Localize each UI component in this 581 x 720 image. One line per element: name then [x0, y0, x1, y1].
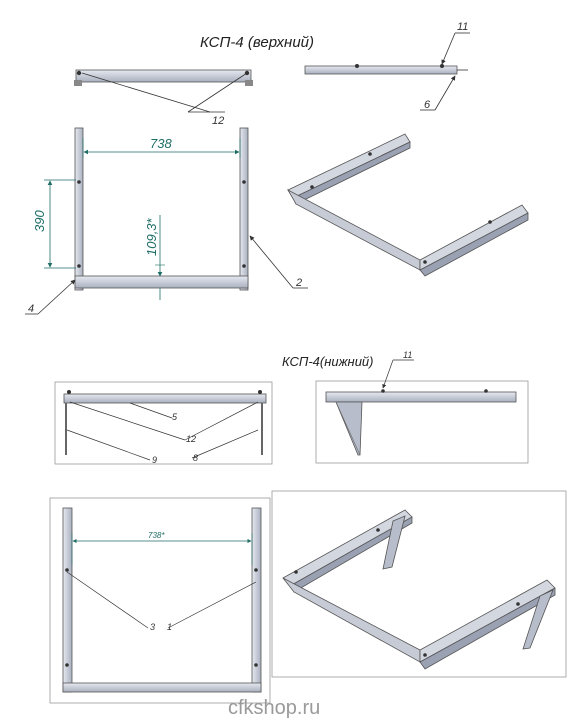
svg-text:6: 6 — [424, 99, 431, 111]
upper-plan-view — [74, 127, 249, 291]
callout-8: 8 — [193, 453, 198, 463]
svg-text:11: 11 — [403, 350, 412, 360]
upper-title: КСП-4 (верхний) — [200, 34, 314, 51]
lower-front-frame — [54, 381, 273, 465]
dim-738: 738 — [82, 136, 241, 158]
callout-12-upper: 12 — [81, 72, 248, 127]
dim-738-lower: 738* — [71, 531, 253, 565]
callout-12-lower: 12 — [186, 434, 196, 444]
lower-front-callouts: 5 12 9 8 — [66, 401, 259, 465]
callout-1: 1 — [167, 622, 172, 632]
callout-4: 4 — [25, 279, 76, 315]
svg-text:2: 2 — [295, 277, 302, 289]
callout-11-lower: 11 — [382, 350, 414, 389]
callout-5: 5 — [172, 412, 178, 422]
upper-front-view — [74, 69, 253, 86]
svg-text:11: 11 — [457, 21, 468, 33]
lower-plan-callouts: 3 1 — [66, 571, 257, 632]
svg-text:738: 738 — [150, 136, 172, 151]
watermark: cfkshop.ru — [228, 697, 320, 719]
callout-3: 3 — [150, 622, 155, 632]
callout-9: 9 — [152, 455, 157, 465]
lower-isometric-view — [271, 490, 567, 678]
lower-plan-frame — [49, 497, 271, 704]
upper-isometric-view — [286, 133, 529, 277]
upper-side-view — [304, 64, 468, 75]
callout-2: 2 — [249, 235, 308, 289]
svg-text:12: 12 — [212, 115, 224, 127]
svg-text:4: 4 — [28, 303, 34, 315]
lower-title: КСП-4(нижний) — [282, 354, 373, 369]
svg-text:738*: 738* — [148, 531, 165, 540]
dim-390: 390 — [32, 179, 76, 269]
dim-109-3: 109,3* — [144, 215, 165, 300]
callout-11-upper: 11 — [441, 21, 470, 65]
callout-6: 6 — [420, 75, 456, 111]
svg-text:109,3*: 109,3* — [144, 217, 159, 256]
lower-side-view — [315, 380, 529, 464]
svg-text:390: 390 — [32, 210, 47, 232]
